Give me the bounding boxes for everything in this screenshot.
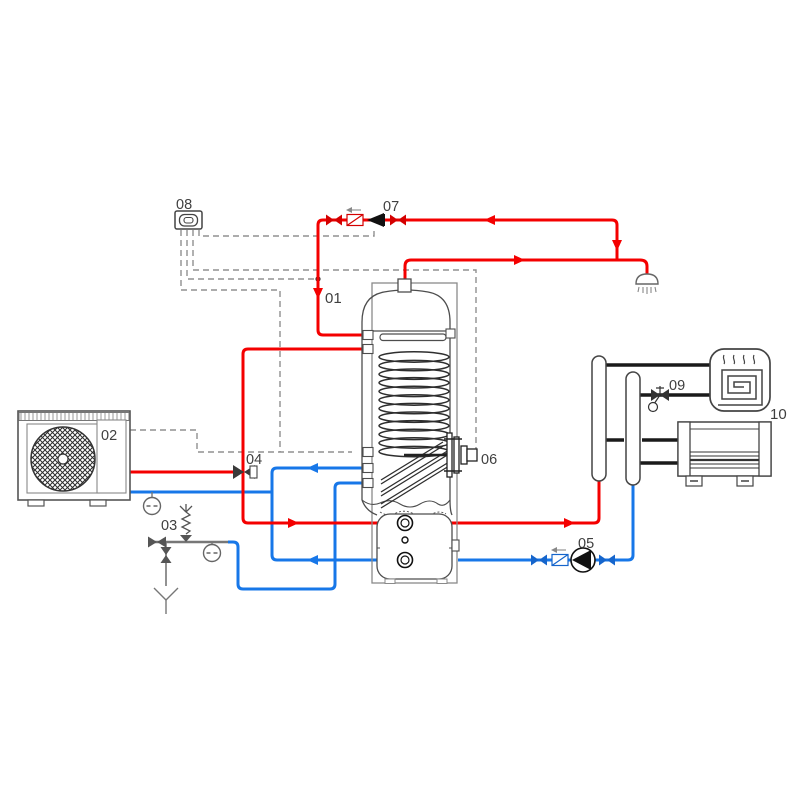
- check-valve-icon: [551, 547, 569, 567]
- check-valve-group-07: 07: [326, 199, 406, 227]
- heat-exchanger-coil: [378, 351, 450, 458]
- tank-lower-chamber: [376, 513, 453, 580]
- wire-to-tank-sensor: [180, 230, 281, 452]
- circulation-pump-05: 05: [531, 536, 615, 573]
- red-flow-arrows: [288, 215, 622, 528]
- label-electric-heater: 06: [481, 452, 497, 468]
- label-three-way-valve: 04: [246, 452, 262, 468]
- label-controller: 08: [176, 197, 192, 213]
- port-top: [397, 278, 412, 293]
- controller-08: 08: [174, 197, 203, 230]
- label-heat-pump: 02: [101, 428, 117, 444]
- anode-bar: [379, 333, 447, 342]
- inlet-safety-group-03: 03: [148, 504, 228, 614]
- drain-funnel-icon: [153, 587, 179, 614]
- electric-heater-06: 06: [404, 432, 497, 478]
- wire-to-valve-07: [198, 228, 375, 237]
- tank-frame: [371, 282, 458, 584]
- floor-heating-icon: [709, 348, 771, 412]
- hot-water-pipes: [130, 218, 649, 525]
- control-wires: [130, 228, 477, 453]
- pressure-gauge-icon: [202, 542, 222, 563]
- blue-flow-arrows: [307, 463, 318, 565]
- manifold-left: [591, 355, 607, 482]
- drain-valve-icon: [160, 547, 172, 563]
- grille: [18, 412, 130, 421]
- mixing-valve-09: 09: [647, 378, 685, 413]
- tank-01: 01: [325, 278, 460, 584]
- shutoff-valve-icon: [148, 536, 166, 548]
- label-mixing-valve: 09: [669, 378, 685, 394]
- label-circulation-pump: 05: [578, 536, 594, 552]
- port-circle-cold: [396, 551, 414, 569]
- shower-icon: [635, 272, 659, 294]
- check-valve-icon: [346, 207, 364, 227]
- shutoff-valve-icon: [390, 214, 406, 226]
- fan-coil-icon: [677, 421, 772, 487]
- heat-pump-02: 02: [17, 410, 131, 507]
- shutoff-valve-icon: [531, 554, 547, 566]
- manifold-right: [625, 371, 641, 486]
- wire-to-pipe-sensor: [186, 230, 314, 280]
- label-inlet-safety-group: 03: [161, 518, 177, 534]
- label-tank: 01: [325, 290, 342, 307]
- shutoff-valve-icon: [326, 214, 342, 226]
- label-heating-terminals: 10: [770, 406, 787, 423]
- return-line-gauge: [142, 492, 162, 516]
- port-circle-hot: [396, 514, 414, 532]
- label-check-valve-group: 07: [383, 199, 399, 215]
- wire-heat-pump: [130, 429, 352, 453]
- shutoff-valve-icon: [599, 554, 615, 566]
- safety-relief-valve-icon: [179, 504, 193, 542]
- three-way-valve-04: 04: [233, 452, 262, 479]
- pressure-valve-icon: [367, 213, 384, 227]
- coil-leads: [380, 441, 450, 509]
- side-ports: [362, 329, 374, 489]
- wire-to-heater: [192, 230, 477, 449]
